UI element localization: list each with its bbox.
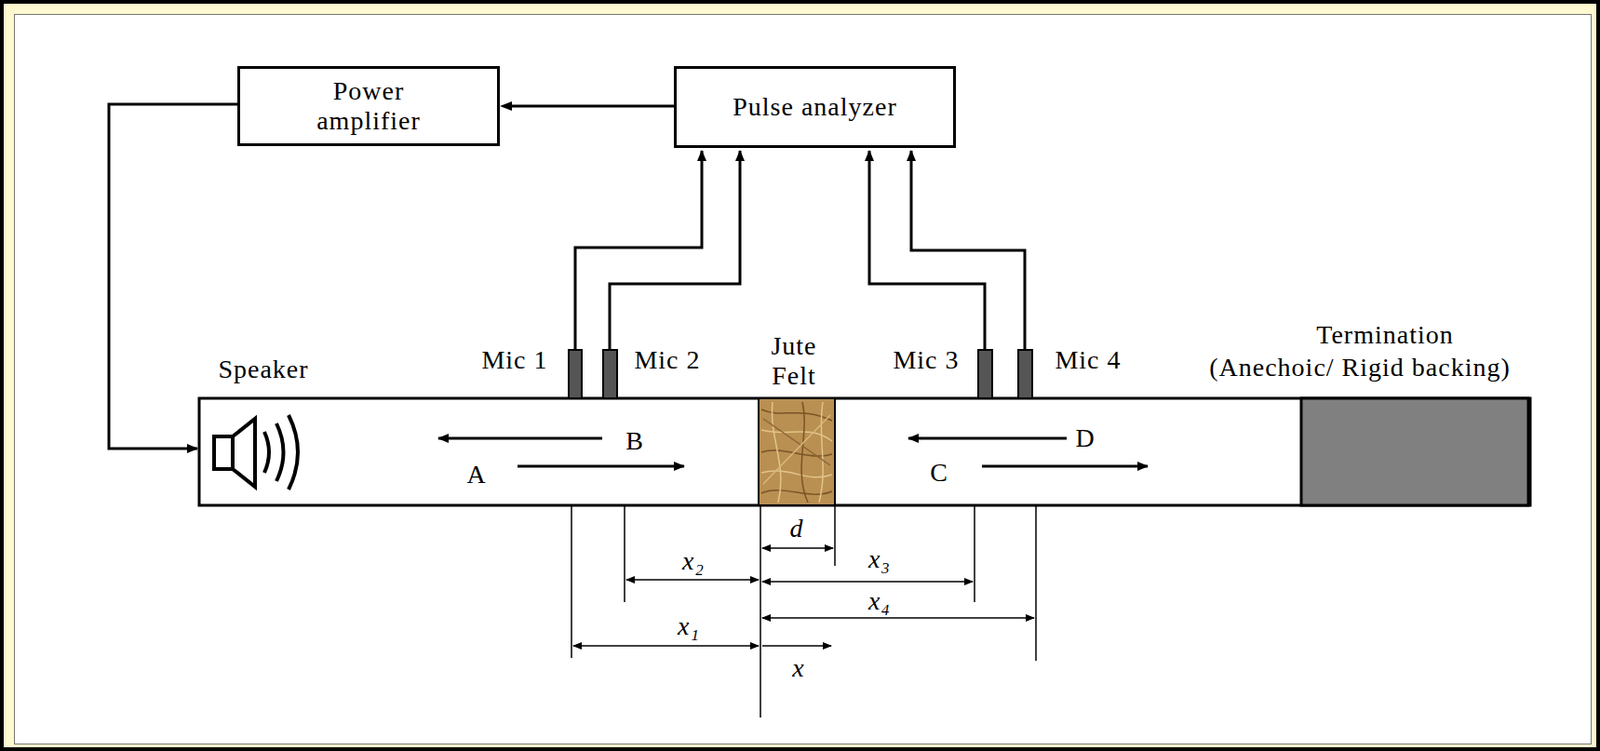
dimension-label: x₄ xyxy=(868,586,891,617)
part-label: Speaker xyxy=(217,354,309,385)
dimension-label: x₃ xyxy=(868,544,891,575)
signal-arrow xyxy=(499,101,674,111)
wave-label: B xyxy=(625,426,645,457)
dimension-label: x₁ xyxy=(677,611,700,642)
part-label: Termination xyxy=(1316,320,1453,350)
wave-label: A xyxy=(466,459,486,490)
wave-label: C xyxy=(929,457,949,488)
box-text: Pulse analyzer xyxy=(732,92,898,122)
box-text: Power amplifier xyxy=(298,76,439,136)
mic-label: Mic 2 xyxy=(633,345,700,376)
part-note: (Anechoic/ Rigid backing) xyxy=(1209,352,1511,383)
amplifier-box: Power amplifier xyxy=(237,66,500,147)
mic-label: Mic 4 xyxy=(1054,345,1121,376)
dimension-label: x xyxy=(792,653,805,684)
part-label: Jute Felt xyxy=(760,331,828,391)
dimension-label: x₂ xyxy=(682,546,705,577)
analyzer-box: Pulse analyzer xyxy=(673,66,956,148)
mic-label: Mic 3 xyxy=(892,345,959,376)
mic-label: Mic 1 xyxy=(481,345,548,376)
dimension-label: d xyxy=(790,513,805,544)
wave-label: D xyxy=(1075,423,1095,454)
